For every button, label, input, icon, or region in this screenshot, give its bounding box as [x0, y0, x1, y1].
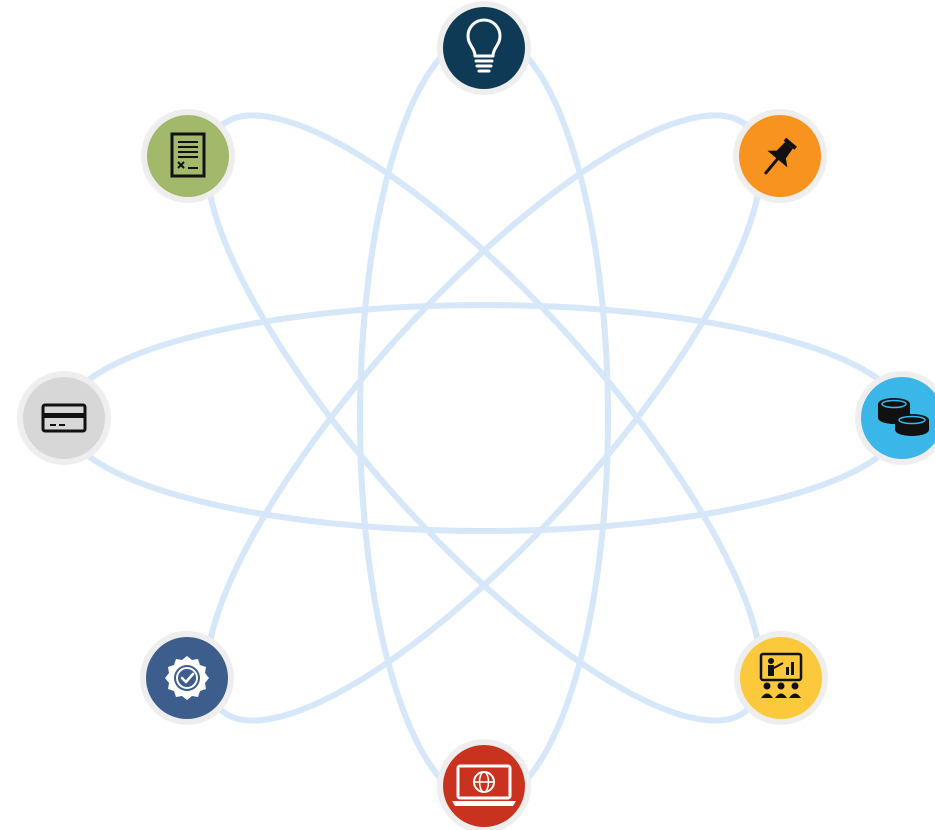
orbit-diagonal-down: [203, 112, 765, 724]
node-bottom[interactable]: [437, 739, 531, 830]
node-bottom-right[interactable]: [734, 631, 828, 725]
presentation-audience-icon: [759, 652, 803, 698]
orbit-diagonal-up: [203, 112, 765, 724]
bottom-right-circle: [740, 637, 822, 719]
certificate-badge-icon: [165, 656, 209, 700]
orbit-vertical: [357, 30, 611, 806]
credit-card-icon: [41, 403, 87, 433]
coins-icon: [878, 398, 929, 436]
node-top-right[interactable]: [733, 109, 827, 203]
orbit-horizontal: [61, 302, 907, 534]
document-icon: [170, 132, 206, 178]
bottom-circle: [443, 745, 525, 827]
node-top-left[interactable]: [141, 109, 235, 203]
node-bottom-left[interactable]: [140, 631, 234, 725]
node-top[interactable]: [437, 1, 531, 95]
laptop-globe-icon: [452, 764, 516, 806]
lightbulb-icon: [466, 18, 502, 73]
top-circle: [443, 7, 525, 89]
pushpin-icon: [764, 137, 797, 175]
node-right[interactable]: [855, 371, 935, 465]
node-left[interactable]: [17, 371, 111, 465]
